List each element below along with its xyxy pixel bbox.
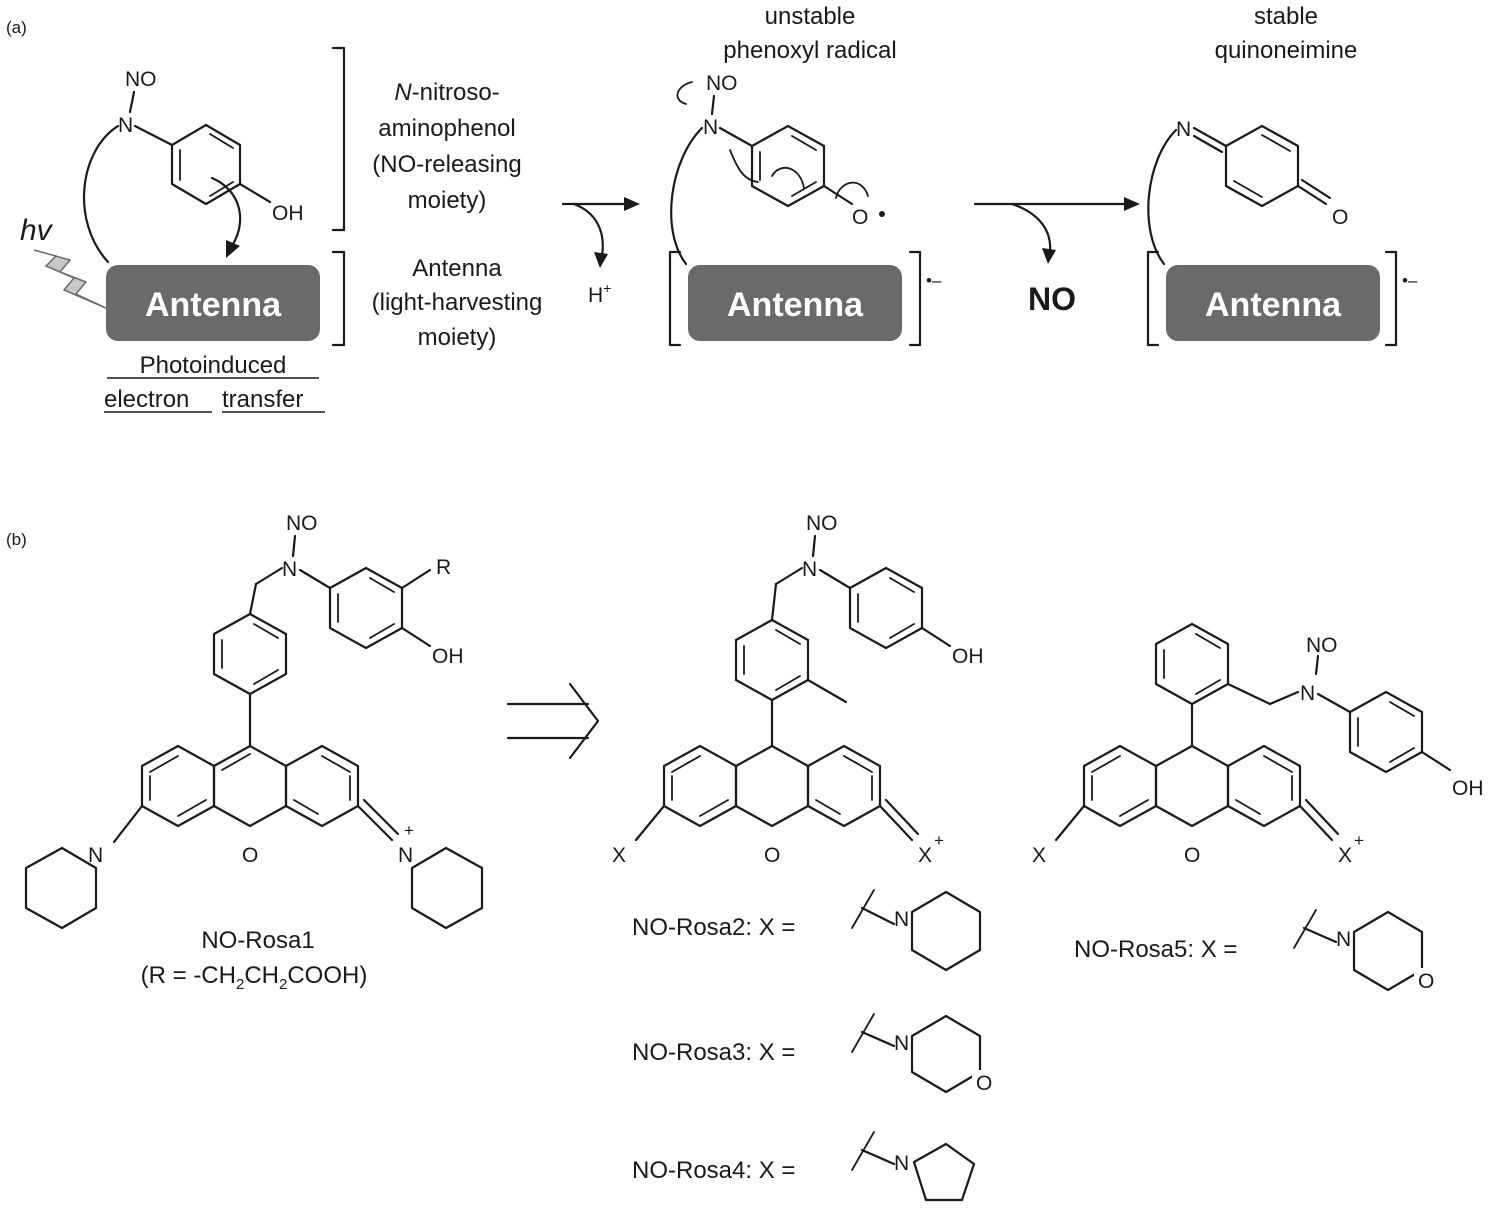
rosa5-substituent: NO-Rosa5: X = N O (1074, 909, 1434, 993)
rosa3-substituent: NO-Rosa3: X = N O (632, 1013, 992, 1095)
moiety2-line3: moiety) (418, 324, 497, 351)
oh-label: OH (272, 202, 304, 225)
rosa2-plus: + (934, 831, 944, 850)
light-bolt-icon: hv (20, 214, 107, 309)
moiety2-line2: (light-harvesting (372, 289, 543, 316)
nitroso-label: NO (125, 68, 157, 91)
no-rosa1-structure: NO N R OH O N N + (24, 512, 484, 993)
moiety1-line3: (NO-releasing (372, 151, 521, 178)
radical-anion-1: •– (926, 271, 942, 290)
rosa2-x-left: X (612, 844, 626, 867)
rosa5-x-right: X (1338, 844, 1352, 867)
amine-n-label: N (118, 114, 133, 137)
rosa1-n-right: N (398, 844, 413, 867)
rosa5-oh: OH (1452, 777, 1484, 800)
rosa5-sub-o: O (1418, 970, 1434, 993)
rosa3-label: NO-Rosa3: X = (632, 1039, 795, 1066)
moiety1-line4: moiety) (408, 187, 487, 214)
rosa1-ring-o: O (242, 844, 258, 867)
radical-nitroso: NO (706, 72, 738, 95)
radical-title-line2: phenoxyl radical (723, 37, 896, 64)
moiety1-line2: aminophenol (378, 115, 515, 142)
rosa4-label: NO-Rosa4: X = (632, 1157, 795, 1184)
radical-title-line1: unstable (765, 3, 856, 30)
rosa5-sub-n: N (1336, 928, 1351, 951)
panel-b-label: (b) (6, 530, 27, 549)
no-rosa5-structure: N NO OH O X X + (1032, 622, 1484, 867)
phenoxyl-radical-structure: unstable phenoxyl radical NO N O Antenna… (668, 3, 942, 347)
moiety1-line1: N-nitroso- (394, 79, 499, 106)
radical-n: N (703, 116, 718, 139)
rosa1-name: NO-Rosa1 (201, 927, 314, 954)
rosa1-plus: + (404, 821, 414, 840)
rosa2-substituent: NO-Rosa2: X = N (632, 889, 982, 972)
rosa2-sub-n: N (894, 908, 909, 931)
hv-label: hv (20, 214, 54, 247)
rosa4-sub-n: N (894, 1152, 909, 1175)
panel-a-label: (a) (6, 18, 27, 37)
proton-label: H+ (588, 280, 611, 307)
rosa1-n: N (282, 558, 297, 581)
quinone-o: O (1332, 206, 1348, 229)
pet-line1: Photoinduced (140, 352, 287, 379)
rosa5-n: N (1300, 682, 1315, 705)
rosa5-label: NO-Rosa5: X = (1074, 936, 1237, 963)
reaction-arrow-2: NO (973, 197, 1140, 317)
rosa2-oh: OH (952, 645, 984, 668)
antenna-label-1: Antenna (145, 286, 282, 324)
rosa2-x-right: X (918, 844, 932, 867)
rosa3-sub-o: O (976, 1072, 992, 1095)
no-rosa2-4-structure: NO N OH O X X + (612, 512, 984, 867)
released-no-label: NO (1028, 281, 1076, 317)
rosa2-n: N (802, 558, 817, 581)
rosa1-oh: OH (432, 645, 464, 668)
reaction-arrow-1: H+ (561, 197, 640, 307)
rosa2-label: NO-Rosa2: X = (632, 914, 795, 941)
rosa4-substituent: NO-Rosa4: X = N (632, 1131, 976, 1202)
rosa5-ring-o: O (1184, 844, 1200, 867)
moiety2-line1: Antenna (412, 255, 502, 282)
design-arrow (506, 682, 600, 760)
rosa1-n-left: N (88, 844, 103, 867)
rosa2-nitroso: NO (806, 512, 838, 535)
pet-caption: Photoinduced electron transfer (104, 352, 325, 413)
rosa3-sub-n: N (894, 1032, 909, 1055)
radical-o: O (852, 206, 868, 229)
quinoneimine-structure: stable quinoneimine N O Antenna •– (1146, 3, 1418, 347)
quinone-title-line2: quinoneimine (1215, 37, 1358, 64)
antenna-box-reactant: Antenna (106, 265, 320, 341)
quinone-n: N (1176, 118, 1191, 141)
antenna-label-3: Antenna (1205, 286, 1342, 324)
antenna-label-2: Antenna (727, 286, 864, 324)
rosa1-r-definition: (R = -CH2CH2COOH) (141, 962, 368, 993)
reactant-structure: NO N OH (82, 68, 304, 264)
radical-anion-2: •– (1402, 271, 1418, 290)
pet-line2-b: transfer (222, 386, 303, 413)
quinone-title-line1: stable (1254, 3, 1318, 30)
rosa5-x-left: X (1032, 844, 1046, 867)
rosa1-r: R (436, 556, 451, 579)
pet-line2-a: electron (104, 386, 189, 413)
rosa5-nitroso: NO (1306, 634, 1338, 657)
rosa1-nitroso: NO (286, 512, 318, 535)
rosa2-ring-o: O (764, 844, 780, 867)
moiety-brackets: N-nitroso- aminophenol (NO-releasing moi… (331, 46, 543, 351)
rosa5-plus: + (1354, 831, 1364, 850)
